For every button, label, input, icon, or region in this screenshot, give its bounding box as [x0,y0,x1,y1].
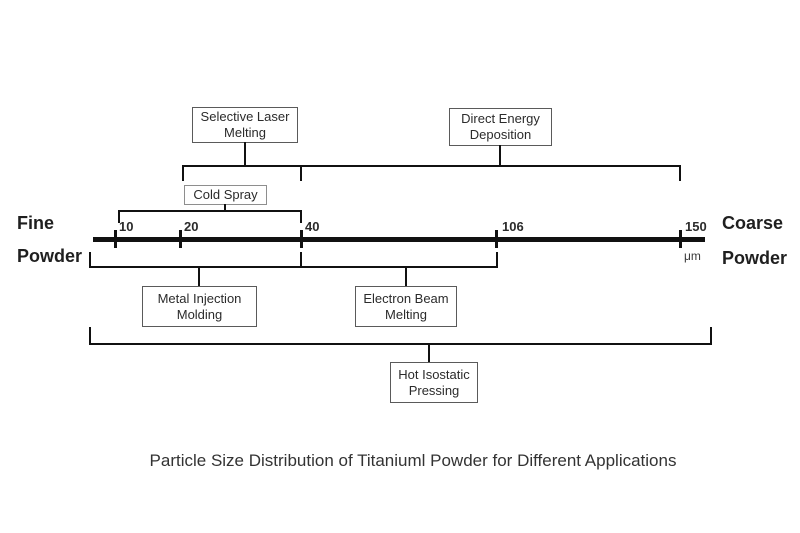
lower-bracket-line [89,266,498,268]
axis-line [93,237,705,242]
hip-bracket-line [89,343,712,345]
metal-injection-molding-box: Metal Injection Molding [142,286,257,327]
axis-tick-150 [679,230,682,248]
axis-tick-10 [114,230,117,248]
lower-bracket-mid-tick [300,252,302,267]
cold-spray-box: Cold Spray [184,185,267,205]
electron-beam-melting-connector [405,266,407,286]
axis-tick-label-150: 150 [685,219,707,234]
lower-bracket-left-tick [89,252,91,267]
cold-spray-connector [224,204,226,212]
diagram-caption: Particle Size Distribution of Titaniuml … [149,451,677,470]
electron-beam-melting-label-line1: Electron Beam [363,290,449,306]
electron-beam-melting-label-line2: Melting [385,306,427,322]
metal-injection-molding-label-line2: Molding [176,306,223,322]
metal-injection-molding-connector [198,266,200,286]
top-bracket-left-tick [182,165,184,181]
hot-isostatic-pressing-box: Hot Isostatic Pressing [390,362,478,403]
axis-tick-label-106: 106 [502,219,524,234]
electron-beam-melting-box: Electron Beam Melting [355,286,457,327]
selective-laser-melting-label-line2: Melting [224,125,266,140]
direct-energy-deposition-label-line1: Direct Energy [461,111,540,126]
direct-energy-deposition-label-line2: Deposition [469,127,532,142]
hot-isostatic-pressing-label-line1: Hot Isostatic [398,366,470,382]
coarse-label: Coarse [722,213,784,233]
axis-tick-label-40: 40 [305,219,320,234]
axis-tick-label-20: 20 [184,219,199,234]
axis-tick-106 [495,230,498,248]
metal-injection-molding-label-line1: Metal Injection [157,290,242,306]
fine-powder-label: Powder [17,246,83,266]
axis-tick-label-10: 10 [119,219,134,234]
cold-spray-bracket-left-tick [118,210,120,223]
lower-bracket-right-tick [496,252,498,267]
hot-isostatic-pressing-connector [428,343,430,362]
selective-laser-melting-box: Selective Laser Melting [192,107,298,143]
axis-tick-40 [300,230,303,248]
cold-spray-label: Cold Spray [193,187,258,202]
fine-label: Fine [17,213,55,233]
axis-unit-label: μm [684,249,701,263]
top-bracket-line [182,165,681,167]
top-bracket-right-tick [679,165,681,181]
cold-spray-bracket-line [118,210,302,212]
coarse-powder-label: Powder [722,248,788,268]
hot-isostatic-pressing-label-line2: Pressing [408,382,460,398]
hip-bracket-left-tick [89,327,91,344]
selective-laser-melting-label-line1: Selective Laser [200,109,290,124]
axis-tick-20 [179,230,182,248]
hip-bracket-right-tick [710,327,712,344]
top-bracket-mid-tick [300,165,302,181]
cold-spray-bracket-right-tick [300,210,302,223]
direct-energy-deposition-connector [499,145,501,166]
direct-energy-deposition-box: Direct Energy Deposition [449,108,552,146]
selective-laser-melting-connector [244,142,246,166]
